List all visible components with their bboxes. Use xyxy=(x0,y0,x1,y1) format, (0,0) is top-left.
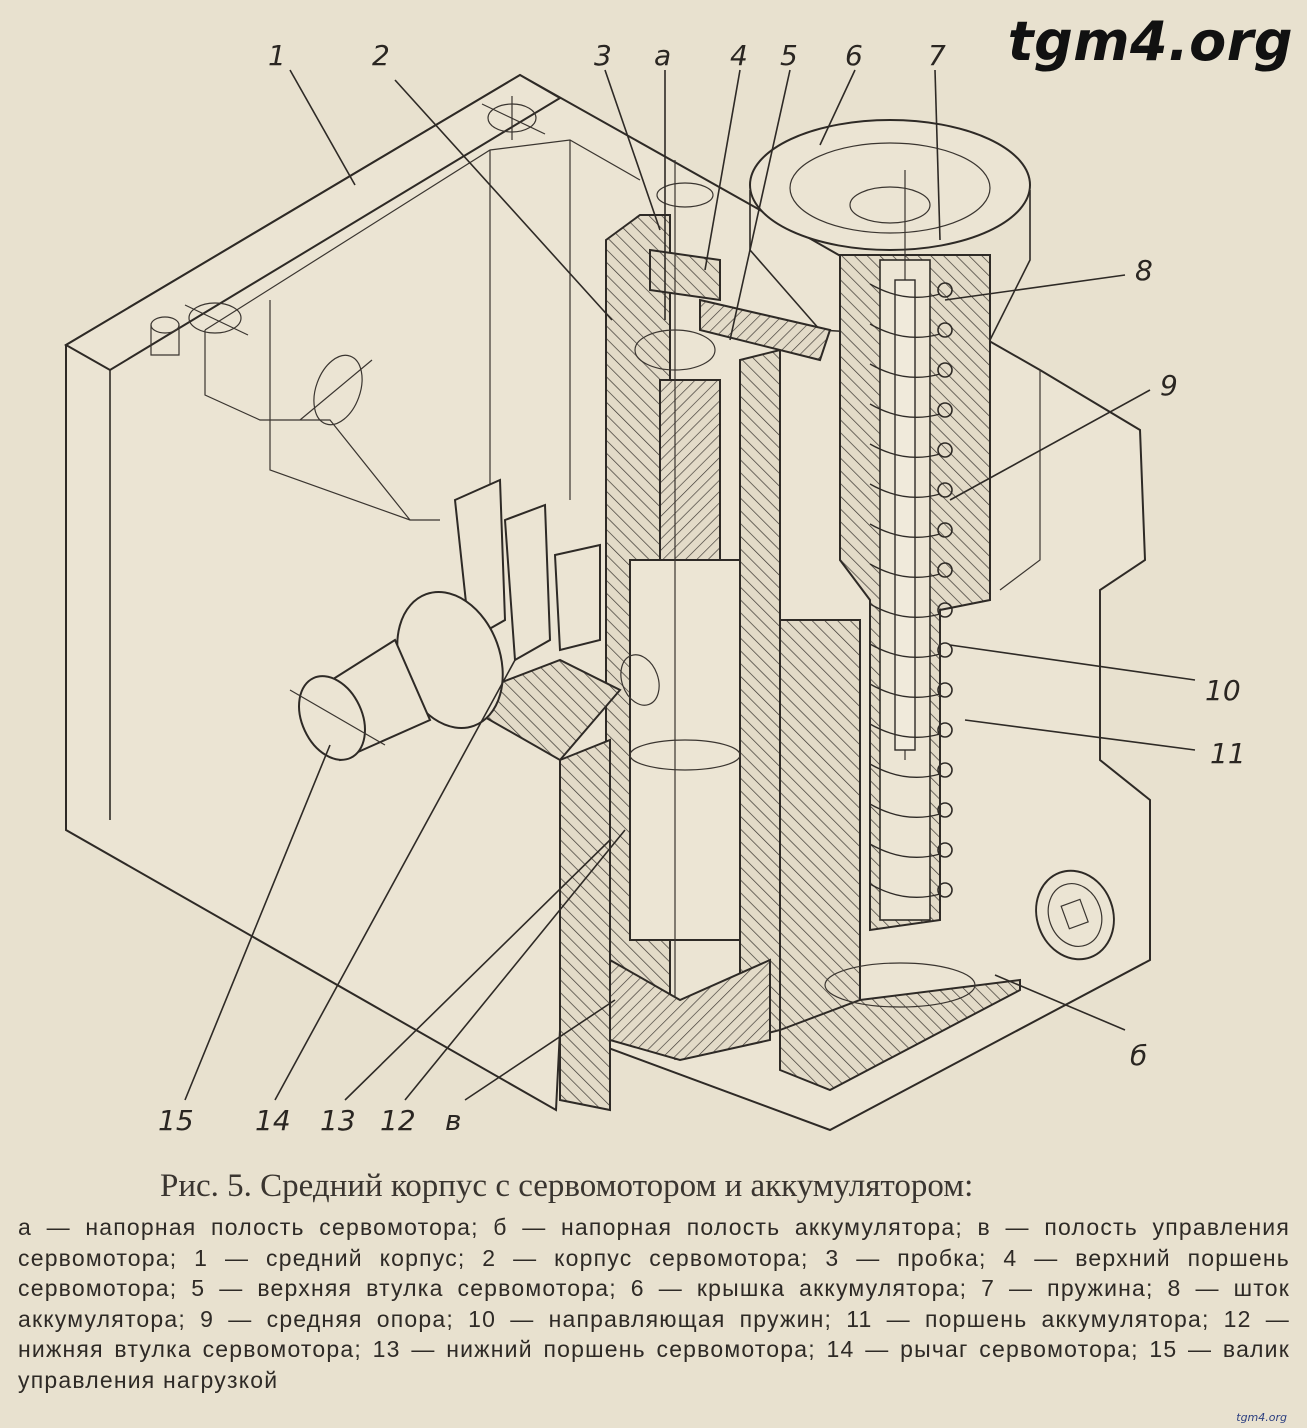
spring-turn xyxy=(869,603,941,618)
spring-coil xyxy=(937,482,953,498)
spring-turn xyxy=(869,283,941,298)
spring-coil xyxy=(937,802,953,818)
side-plug xyxy=(1035,869,1115,961)
label-7: 7 xyxy=(928,39,946,72)
spring-turn xyxy=(869,643,941,658)
spring-turn xyxy=(869,723,941,738)
label-13: 13 xyxy=(320,1104,356,1137)
cutaway-drawing: 1 2 3 a 4 5 6 7 8 9 10 11 15 14 13 12 в … xyxy=(64,39,1246,1137)
label-10: 10 xyxy=(1205,674,1241,707)
spring-turn xyxy=(869,523,941,538)
label-11: 11 xyxy=(1210,737,1246,770)
spring-turn xyxy=(869,563,941,578)
label-15: 15 xyxy=(158,1104,194,1137)
label-3: 3 xyxy=(594,39,612,72)
spring-coil xyxy=(937,322,953,338)
label-14: 14 xyxy=(255,1104,291,1137)
label-6-top: 6 xyxy=(845,39,863,72)
spring-coil xyxy=(937,402,953,418)
spring-coil xyxy=(937,602,953,618)
spring-coil xyxy=(937,362,953,378)
label-v: в xyxy=(445,1104,462,1137)
leader-lines xyxy=(184,69,1196,1101)
label-4: 4 xyxy=(730,39,748,72)
label-b: б xyxy=(1130,1039,1147,1072)
spring-coil xyxy=(937,442,953,458)
spring-coil xyxy=(937,882,953,898)
spring-turn xyxy=(869,483,941,498)
spring-coil xyxy=(937,682,953,698)
spring-turn xyxy=(869,403,941,418)
spring-coil xyxy=(937,562,953,578)
callout-labels: 1 2 3 a 4 5 6 7 8 9 10 11 15 14 13 12 в … xyxy=(158,39,1246,1137)
label-1: 1 xyxy=(268,39,286,72)
label-2: 2 xyxy=(372,39,390,72)
spring-coil xyxy=(937,642,953,658)
figure-caption-title: Рис. 5. Средний корпус с сервомотором и … xyxy=(160,1168,974,1204)
servomotor-section xyxy=(559,160,861,1112)
spring-turn xyxy=(869,363,941,378)
spring-coil xyxy=(937,522,953,538)
spring-turn xyxy=(869,803,941,818)
figure-legend: а — напорная полость сервомотора; б — на… xyxy=(18,1214,1290,1393)
spring-turn xyxy=(869,883,941,898)
footer-watermark: tgm4.org xyxy=(1236,1411,1287,1424)
label-8: 8 xyxy=(1135,254,1153,287)
spring-turn xyxy=(869,763,941,778)
accumulator-spring-section xyxy=(839,170,991,932)
spring-turn xyxy=(869,323,941,338)
label-12: 12 xyxy=(380,1104,416,1137)
spring-turn xyxy=(869,843,941,858)
mounting-holes xyxy=(150,96,546,426)
watermark-logo: tgm4.org xyxy=(1007,10,1293,73)
lever-and-shaft xyxy=(289,478,660,762)
spring-turn xyxy=(869,683,941,698)
label-9: 9 xyxy=(1160,369,1178,402)
spring-coil xyxy=(937,282,953,298)
label-a: a xyxy=(654,39,671,72)
spring-coil xyxy=(937,842,953,858)
spring-coil xyxy=(937,722,953,738)
spring-turn xyxy=(869,443,941,458)
label-5: 5 xyxy=(780,39,798,72)
spring-coil xyxy=(937,762,953,778)
